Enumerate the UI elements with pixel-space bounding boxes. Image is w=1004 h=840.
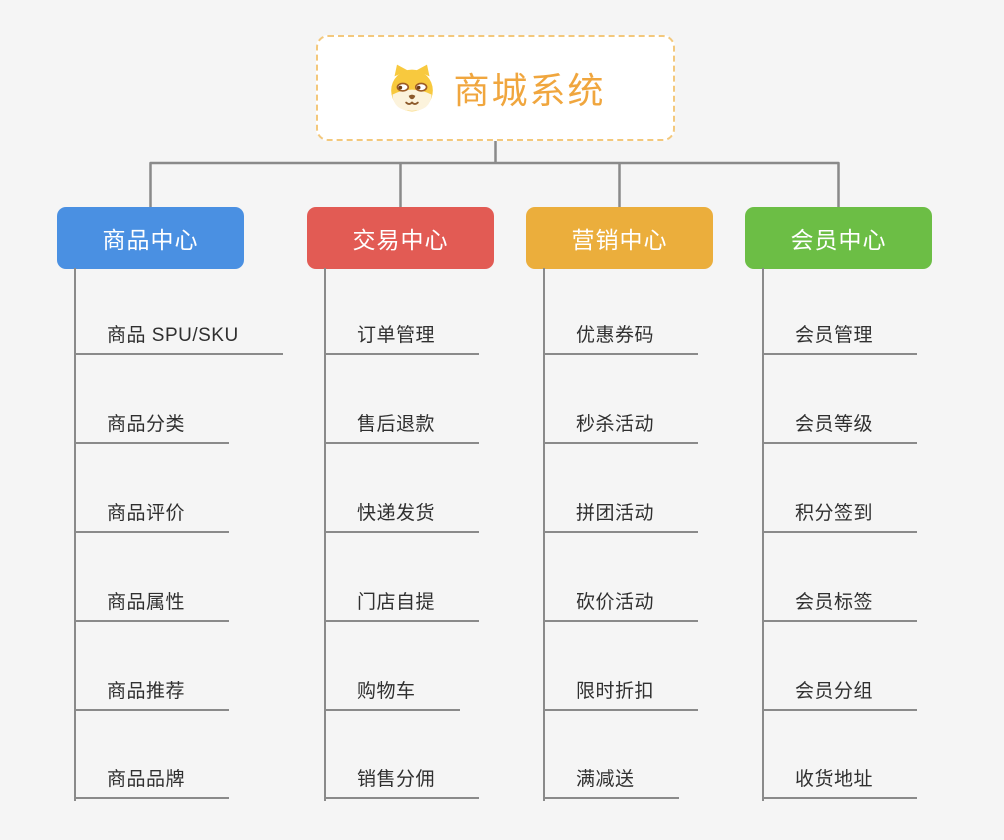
leaf-node[interactable]: 门店自提 [324, 586, 480, 622]
root-node[interactable]: 商城系统 [316, 35, 675, 141]
branch-node-2[interactable]: 交易中心 [307, 207, 494, 269]
leaf-node[interactable]: 收货地址 [762, 763, 918, 799]
leaf-node[interactable]: 购物车 [324, 675, 460, 711]
leaf-node[interactable]: 快递发货 [324, 497, 480, 533]
leaf-node[interactable]: 商品分类 [74, 408, 230, 444]
leaf-node[interactable]: 会员分组 [762, 675, 918, 711]
branch-trunk-line [543, 268, 545, 801]
leaf-node[interactable]: 会员标签 [762, 586, 918, 622]
leaf-node[interactable]: 满减送 [543, 763, 679, 799]
leaf-node[interactable]: 商品评价 [74, 497, 230, 533]
branch-node-1[interactable]: 商品中心 [57, 207, 244, 269]
branch-node-4[interactable]: 会员中心 [745, 207, 932, 269]
leaf-node[interactable]: 订单管理 [324, 319, 480, 355]
leaf-node[interactable]: 会员管理 [762, 319, 918, 355]
branch-trunk-line [762, 268, 764, 801]
leaf-node[interactable]: 售后退款 [324, 408, 480, 444]
leaf-node[interactable]: 限时折扣 [543, 675, 699, 711]
leaf-node[interactable]: 秒杀活动 [543, 408, 699, 444]
leaf-node[interactable]: 积分签到 [762, 497, 918, 533]
leaf-node[interactable]: 商品 SPU/SKU [74, 319, 283, 355]
dog-face-icon [385, 63, 439, 113]
leaf-node[interactable]: 商品属性 [74, 586, 230, 622]
leaf-node[interactable]: 优惠券码 [543, 319, 699, 355]
leaf-node[interactable]: 拼团活动 [543, 497, 699, 533]
branch-trunk-line [74, 268, 76, 801]
root-node-label: 商城系统 [453, 70, 606, 111]
leaf-node[interactable]: 会员等级 [762, 408, 918, 444]
leaf-node[interactable]: 销售分佣 [324, 763, 480, 799]
leaf-node[interactable]: 商品推荐 [74, 675, 230, 711]
branch-trunk-line [324, 268, 326, 801]
branch-node-3[interactable]: 营销中心 [526, 207, 713, 269]
leaf-node[interactable]: 商品品牌 [74, 763, 230, 799]
leaf-node[interactable]: 砍价活动 [543, 586, 699, 622]
